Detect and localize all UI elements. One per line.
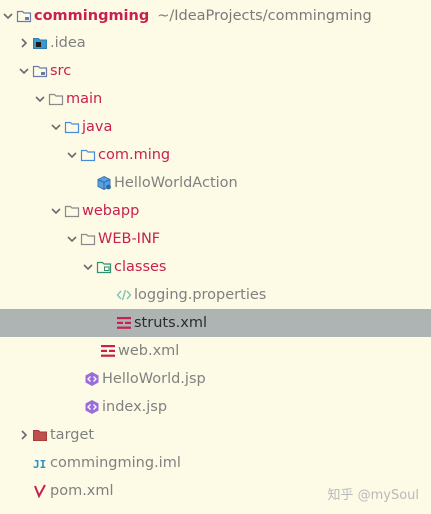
chevron-down-icon[interactable]	[48, 119, 64, 135]
tree-item-struts-xml[interactable]: struts.xml	[0, 309, 431, 337]
chevron-down-icon[interactable]	[16, 63, 32, 79]
tree-item-classes[interactable]: classes	[0, 253, 431, 281]
jsp-file-icon	[84, 399, 100, 415]
tree-item-iml[interactable]: JI commingming.iml	[0, 449, 431, 477]
package-folder-icon	[80, 147, 96, 163]
maven-icon	[32, 483, 48, 499]
idea-folder-icon	[32, 35, 48, 51]
web-inf-label: WEB-INF	[98, 231, 161, 247]
src-label: src	[50, 63, 72, 79]
main-label: main	[66, 91, 103, 107]
tree-item-web-xml[interactable]: web.xml	[0, 337, 431, 365]
tree-item-index-jsp[interactable]: index.jsp	[0, 393, 431, 421]
web-xml-label: web.xml	[118, 343, 180, 359]
chevron-down-icon[interactable]	[64, 231, 80, 247]
watermark: 知乎 @mySoul	[327, 488, 419, 503]
tree-item-hello-world-jsp[interactable]: HelloWorld.jsp	[0, 365, 431, 393]
index-jsp-label: index.jsp	[102, 399, 168, 415]
resources-folder-icon	[96, 259, 112, 275]
chevron-down-icon[interactable]	[48, 203, 64, 219]
tree-item-hello-world-action[interactable]: HelloWorldAction	[0, 169, 431, 197]
hello-world-action-label: HelloWorldAction	[114, 175, 238, 191]
web-xml-icon	[100, 343, 116, 359]
webapp-label: webapp	[82, 203, 140, 219]
source-folder-icon	[32, 63, 48, 79]
module-folder-icon	[16, 8, 32, 24]
tree-item-root[interactable]: commingming ~/IdeaProjects/commingming	[0, 2, 431, 30]
jsp-file-icon	[84, 371, 100, 387]
excluded-folder-icon	[32, 427, 48, 443]
properties-file-icon	[116, 287, 132, 303]
logging-properties-label: logging.properties	[134, 287, 267, 303]
folder-icon	[80, 231, 96, 247]
tree-item-pom[interactable]: pom.xml	[0, 477, 431, 505]
classes-label: classes	[114, 259, 167, 275]
tree-item-webapp[interactable]: webapp	[0, 197, 431, 225]
folder-icon	[48, 91, 64, 107]
chevron-right-icon[interactable]	[16, 35, 32, 51]
pom-label: pom.xml	[50, 483, 114, 499]
tree-item-logging-properties[interactable]: logging.properties	[0, 281, 431, 309]
tree-item-web-inf[interactable]: WEB-INF	[0, 225, 431, 253]
com-ming-label: com.ming	[98, 147, 171, 163]
tree-item-external-libraries-partial[interactable]	[0, 505, 431, 514]
chevron-down-icon[interactable]	[32, 91, 48, 107]
java-class-icon	[96, 175, 112, 191]
tree-item-src[interactable]: src	[0, 57, 431, 85]
struts-xml-label: struts.xml	[134, 315, 207, 331]
chevron-down-icon[interactable]	[80, 259, 96, 275]
source-root-folder-icon	[64, 119, 80, 135]
tree-item-target[interactable]: target	[0, 421, 431, 449]
chevron-down-icon[interactable]	[64, 147, 80, 163]
root-path: ~/IdeaProjects/commingming	[157, 8, 372, 24]
target-label: target	[50, 427, 95, 443]
svg-text:JI: JI	[33, 458, 46, 471]
iml-label: commingming.iml	[50, 455, 181, 471]
tree-item-main[interactable]: main	[0, 85, 431, 113]
tree-item-java[interactable]: java	[0, 113, 431, 141]
chevron-down-icon[interactable]	[0, 8, 16, 24]
tree-item-com-ming[interactable]: com.ming	[0, 141, 431, 169]
tree-item-idea[interactable]: .idea	[0, 29, 431, 57]
struts-config-icon	[116, 315, 132, 331]
hello-world-jsp-label: HelloWorld.jsp	[102, 371, 206, 387]
root-label: commingming	[34, 8, 150, 24]
idea-label: .idea	[50, 35, 86, 51]
iml-file-icon: JI	[32, 455, 48, 471]
chevron-right-icon[interactable]	[16, 427, 32, 443]
folder-icon	[64, 203, 80, 219]
java-label: java	[82, 119, 113, 135]
